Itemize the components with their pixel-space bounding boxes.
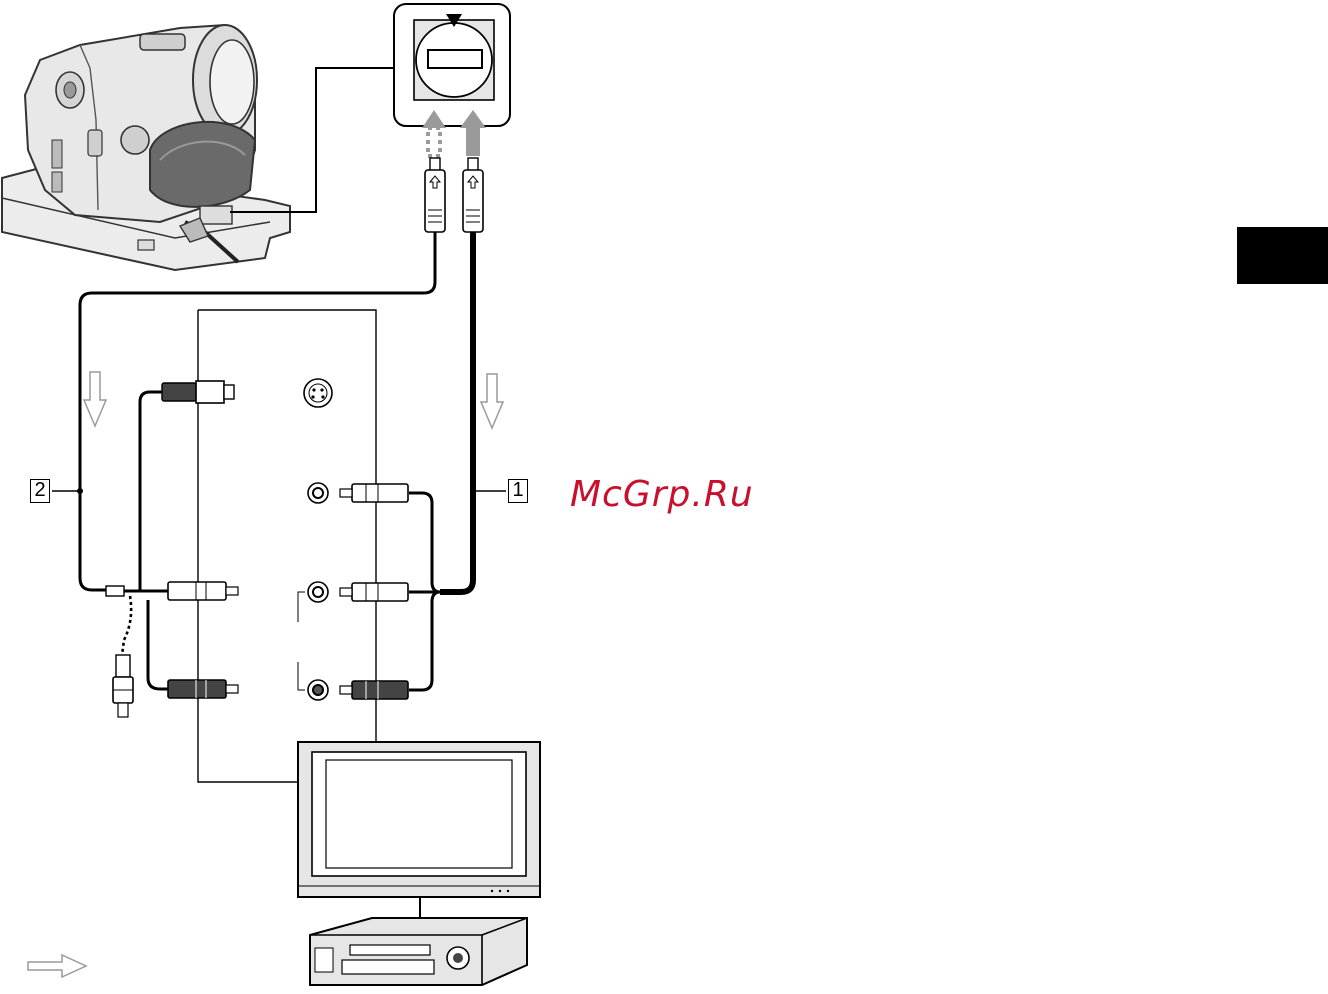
av-cable-2	[80, 232, 435, 590]
av-remote-connector-inset	[394, 4, 510, 126]
cable-1-plugs	[340, 484, 440, 699]
signal-flow-arrow-icon	[481, 374, 503, 428]
watermark: McGrp.Ru	[570, 474, 754, 515]
section-tab	[1237, 227, 1328, 284]
video-jack-icon	[308, 483, 328, 503]
signal-flow-arrow-icon	[84, 372, 106, 426]
vcr-icon	[310, 918, 527, 985]
audio-left-jack-icon	[308, 582, 328, 602]
s-video-port-icon	[304, 379, 332, 407]
audio-right-jack-icon	[308, 680, 328, 700]
signal-flow-arrow-icon	[28, 955, 86, 977]
callout-label-2: 2	[30, 479, 50, 503]
av-cable-1	[440, 232, 473, 592]
cable-2-plugs	[106, 381, 238, 717]
av-cable-plug-1	[463, 158, 483, 232]
av-cable-plug-2	[425, 158, 445, 232]
camcorder-icon	[2, 25, 290, 270]
callout-label-1: 1	[508, 479, 528, 503]
tv-icon	[298, 742, 540, 918]
